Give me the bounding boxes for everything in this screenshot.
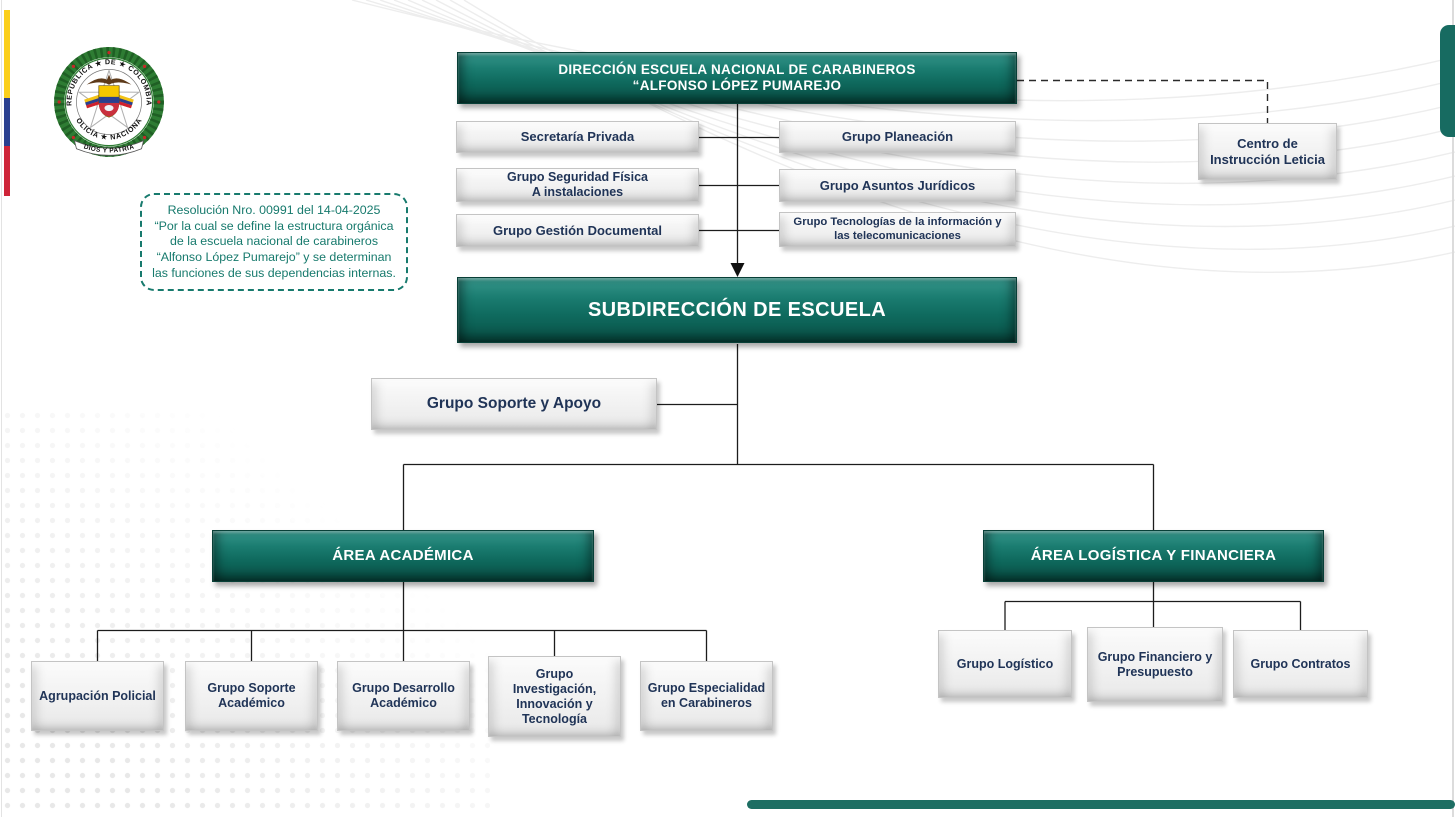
node-grupo-financiero: Grupo Financiero y Presupuesto (1087, 627, 1223, 702)
police-seal: REPÚBLICA ★ DE ★ COLOMBIA POLICÍA ★ NACI… (48, 44, 164, 157)
node-especialidad-carabineros: Grupo Especialidad en Carabineros (640, 661, 773, 731)
node-grupo-contratos: Grupo Contratos (1233, 630, 1368, 698)
node-subdireccion: SUBDIRECCIÓN DE ESCUELA (457, 277, 1017, 343)
flag-red-band (4, 146, 10, 196)
colombia-flag-stripe (4, 10, 10, 196)
direccion-title-line1: DIRECCIÓN ESCUELA NACIONAL DE CARABINERO… (558, 61, 916, 77)
left-edge-line (1, 0, 2, 817)
node-seguridad-fisica: Grupo Seguridad Física A instalaciones (456, 168, 699, 202)
node-soporte-academico: Grupo Soporte Académico (185, 661, 318, 731)
dots-pattern (0, 408, 490, 817)
node-planeacion: Grupo Planeación (779, 121, 1016, 153)
resolution-note: Resolución Nro. 00991 del 14-04-2025 “Po… (140, 193, 408, 292)
seal-shield (98, 85, 120, 118)
node-direccion: DIRECCIÓN ESCUELA NACIONAL DE CARABINERO… (457, 52, 1017, 104)
node-asuntos-juridicos: Grupo Asuntos Jurídicos (779, 169, 1016, 202)
seal-banner-text: DIOS Y PATRIA (83, 143, 135, 154)
node-investigacion-innovacion: Grupo Investigación, Innovación y Tecnol… (488, 656, 621, 737)
node-soporte-apoyo: Grupo Soporte y Apoyo (371, 378, 657, 430)
right-edge-line (1452, 0, 1454, 817)
down-arrow-icon (730, 263, 745, 277)
svg-text:DIOS Y PATRIA: DIOS Y PATRIA (83, 143, 135, 154)
node-gestion-documental: Grupo Gestión Documental (456, 214, 699, 247)
node-area-academica: ÁREA ACADÉMICA (212, 530, 594, 582)
seal-flags (84, 94, 134, 109)
flag-blue-band (4, 98, 10, 146)
bottom-accent-bar (747, 800, 1455, 809)
wreath-berries (57, 51, 161, 140)
node-area-logistica: ÁREA LOGÍSTICA Y FINANCIERA (983, 530, 1324, 582)
node-secretaria-privada: Secretaría Privada (456, 121, 699, 153)
node-tecnologias: Grupo Tecnologías de la información y la… (779, 212, 1016, 247)
node-grupo-logistico: Grupo Logístico (938, 630, 1072, 698)
node-agrupacion-policial: Agrupación Policial (31, 661, 164, 731)
right-accent-bar (1440, 25, 1455, 137)
flag-yellow-band (4, 10, 10, 98)
node-centro-instruccion-leticia: Centro de Instrucción Leticia (1198, 123, 1337, 180)
node-desarrollo-academico: Grupo Desarrollo Académico (337, 661, 470, 731)
seal-condor (86, 74, 132, 85)
direccion-title-line2: “ALFONSO LÓPEZ PUMAREJO (632, 78, 842, 93)
